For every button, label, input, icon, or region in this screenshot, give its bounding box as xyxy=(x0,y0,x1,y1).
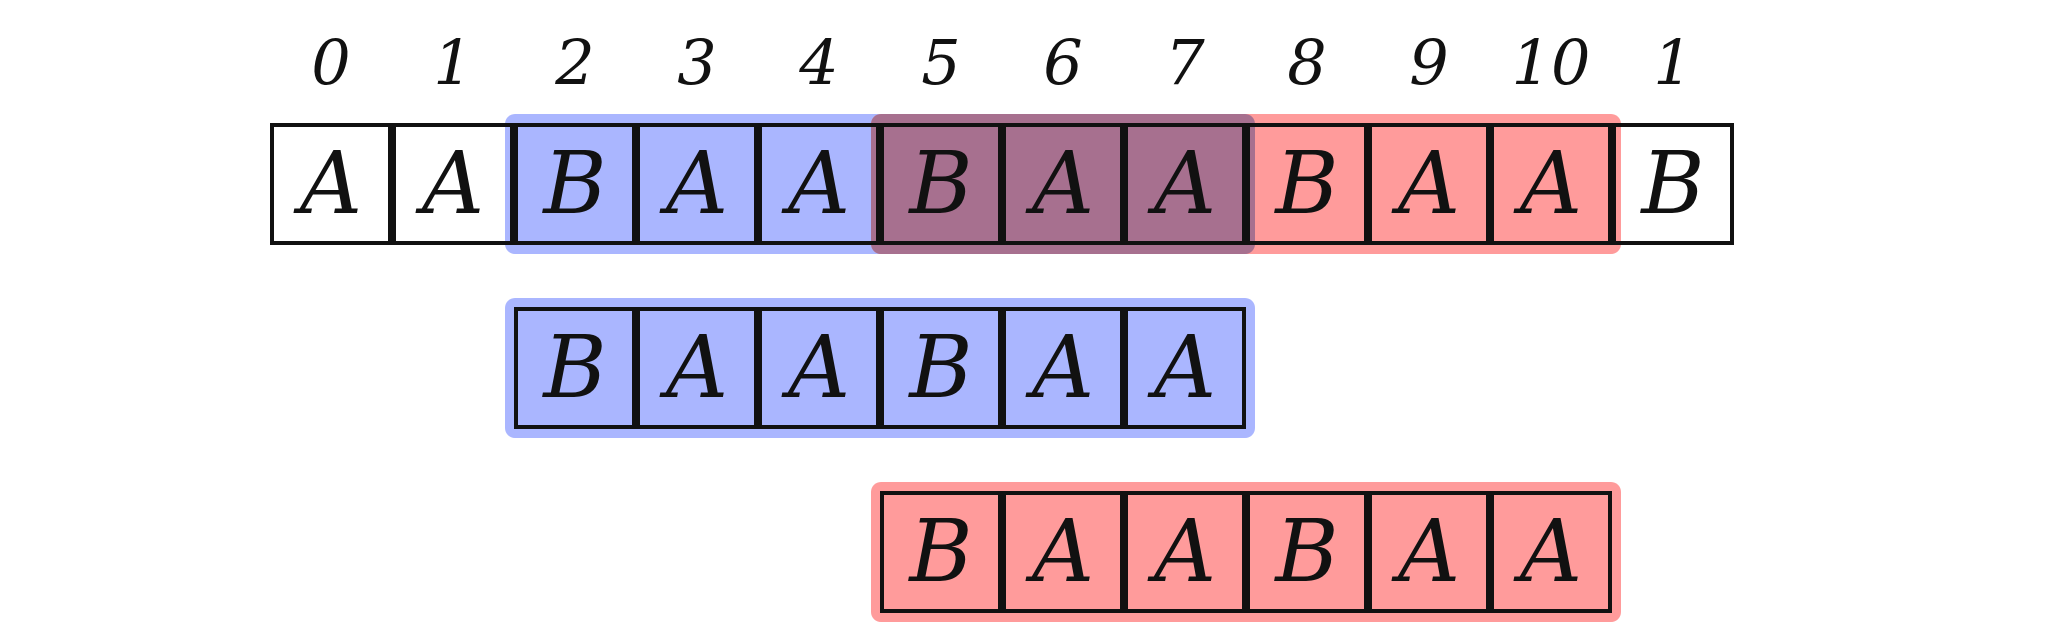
index-label: 7 xyxy=(1165,26,1205,99)
pattern-cell: A xyxy=(1002,491,1124,613)
string-cell: A xyxy=(1124,123,1246,245)
pattern-cell: A xyxy=(1124,307,1246,429)
cell-letter: A xyxy=(665,318,729,418)
cell-letter: B xyxy=(909,318,973,418)
cell-letter: B xyxy=(909,134,973,234)
string-cell: A xyxy=(758,123,880,245)
cell-letter: A xyxy=(1153,318,1217,418)
index-label: 1 xyxy=(1653,26,1693,99)
pattern-cell: A xyxy=(758,307,880,429)
pattern-cell: B xyxy=(1246,491,1368,613)
string-cell: A xyxy=(270,123,392,245)
cell-letter: A xyxy=(787,318,851,418)
string-cell: B xyxy=(514,123,636,245)
cell-letter: B xyxy=(1275,502,1339,602)
pattern-cell: B xyxy=(880,491,1002,613)
pattern-cell: A xyxy=(1368,491,1490,613)
string-cell: B xyxy=(1612,123,1734,245)
cell-letter: A xyxy=(1153,502,1217,602)
string-cell: B xyxy=(880,123,1002,245)
index-label: 8 xyxy=(1287,26,1327,99)
string-cell: A xyxy=(1368,123,1490,245)
cell-letter: B xyxy=(543,318,607,418)
pattern-cell: A xyxy=(1002,307,1124,429)
cell-letter: B xyxy=(543,134,607,234)
index-label: 4 xyxy=(799,26,839,99)
index-label: 5 xyxy=(921,26,961,99)
cell-letter: A xyxy=(1519,502,1583,602)
index-label: 9 xyxy=(1409,26,1449,99)
cell-letter: A xyxy=(1031,318,1095,418)
string-cell: B xyxy=(1246,123,1368,245)
cell-letter: A xyxy=(421,134,485,234)
cell-letter: A xyxy=(665,134,729,234)
pattern-cell: A xyxy=(1490,491,1612,613)
index-label: 6 xyxy=(1043,26,1083,99)
cell-letter: A xyxy=(1397,502,1461,602)
cell-letter: B xyxy=(1641,134,1705,234)
index-label: 1 xyxy=(433,26,473,99)
index-label: 3 xyxy=(677,26,717,99)
pattern-cell: A xyxy=(1124,491,1246,613)
cell-letter: A xyxy=(1031,502,1095,602)
cell-letter: A xyxy=(299,134,363,234)
string-cell: A xyxy=(1002,123,1124,245)
cell-letter: A xyxy=(787,134,851,234)
highlight-band-overlap xyxy=(871,114,1255,254)
cell-letter: A xyxy=(1031,134,1095,234)
pattern-cell: B xyxy=(514,307,636,429)
cell-letter: A xyxy=(1397,134,1461,234)
cell-letter: A xyxy=(1153,134,1217,234)
index-label: 10 xyxy=(1511,26,1591,99)
string-cell: A xyxy=(636,123,758,245)
cell-letter: A xyxy=(1519,134,1583,234)
string-cell: A xyxy=(1490,123,1612,245)
index-label: 2 xyxy=(555,26,595,99)
cell-letter: B xyxy=(1275,134,1339,234)
string-cell: A xyxy=(392,123,514,245)
index-label: 0 xyxy=(311,26,351,99)
pattern-cell: A xyxy=(636,307,758,429)
pattern-cell: B xyxy=(880,307,1002,429)
cell-letter: B xyxy=(909,502,973,602)
